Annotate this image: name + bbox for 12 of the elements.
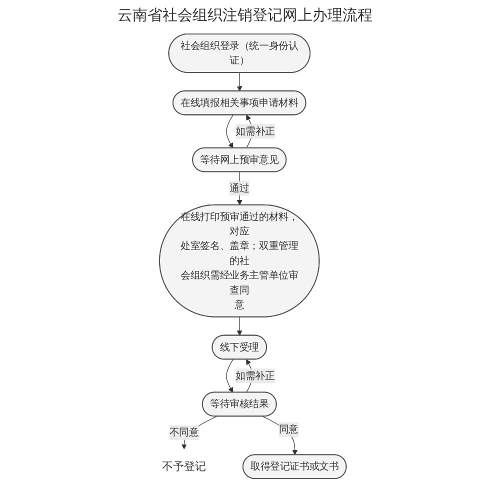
edge-label: 同意	[278, 423, 298, 436]
edge-label: 不同意	[169, 426, 199, 438]
diagram-title: 云南省社会组织注销登记网上办理流程	[116, 6, 374, 25]
arrow	[226, 114, 234, 148]
arrow	[236, 72, 242, 92]
arrow	[226, 359, 234, 393]
arrow	[236, 172, 242, 206]
edge-label: 如需补正	[236, 370, 275, 382]
edge-label: 如需补正	[236, 125, 275, 137]
arrow	[236, 316, 242, 336]
node-text: 不予登记	[162, 460, 206, 474]
edge-label: 通过	[230, 182, 250, 194]
